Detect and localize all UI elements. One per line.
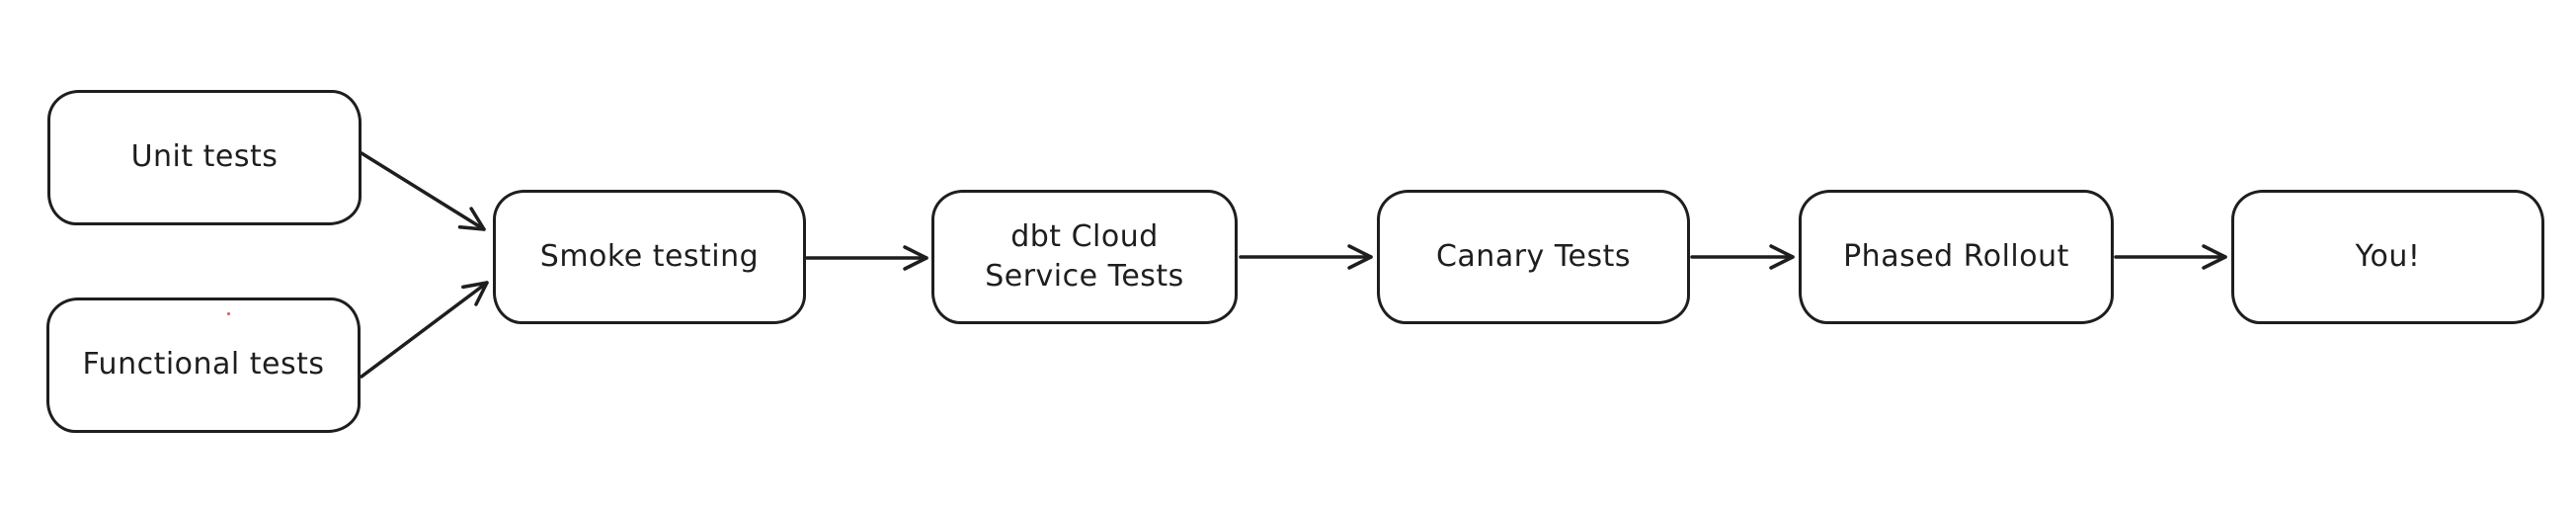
node-functional-tests: Functional tests xyxy=(46,298,361,433)
node-canary-tests-label: Canary Tests xyxy=(1435,238,1632,274)
edge-functional-tests-to-smoke-testing xyxy=(360,281,489,379)
node-dbt-cloud-service-tests-label: dbt Cloud Service Tests xyxy=(985,218,1184,295)
node-unit-tests: Unit tests xyxy=(47,90,362,225)
node-smoke-testing: Smoke testing xyxy=(493,190,806,324)
node-phased-rollout-label: Phased Rollout xyxy=(1843,238,2069,274)
node-phased-rollout: Phased Rollout xyxy=(1799,190,2114,324)
node-smoke-testing-label: Smoke testing xyxy=(539,238,760,274)
node-you-label: You! xyxy=(2355,238,2421,274)
red-dot-artifact xyxy=(227,312,230,315)
node-unit-tests-label: Unit tests xyxy=(130,139,279,175)
node-canary-tests: Canary Tests xyxy=(1377,190,1690,324)
node-dbt-cloud-service-tests: dbt Cloud Service Tests xyxy=(931,190,1238,324)
node-you: You! xyxy=(2231,190,2544,324)
node-functional-tests-label: Functional tests xyxy=(82,347,325,382)
edge-unit-tests-to-smoke-testing xyxy=(360,151,486,231)
